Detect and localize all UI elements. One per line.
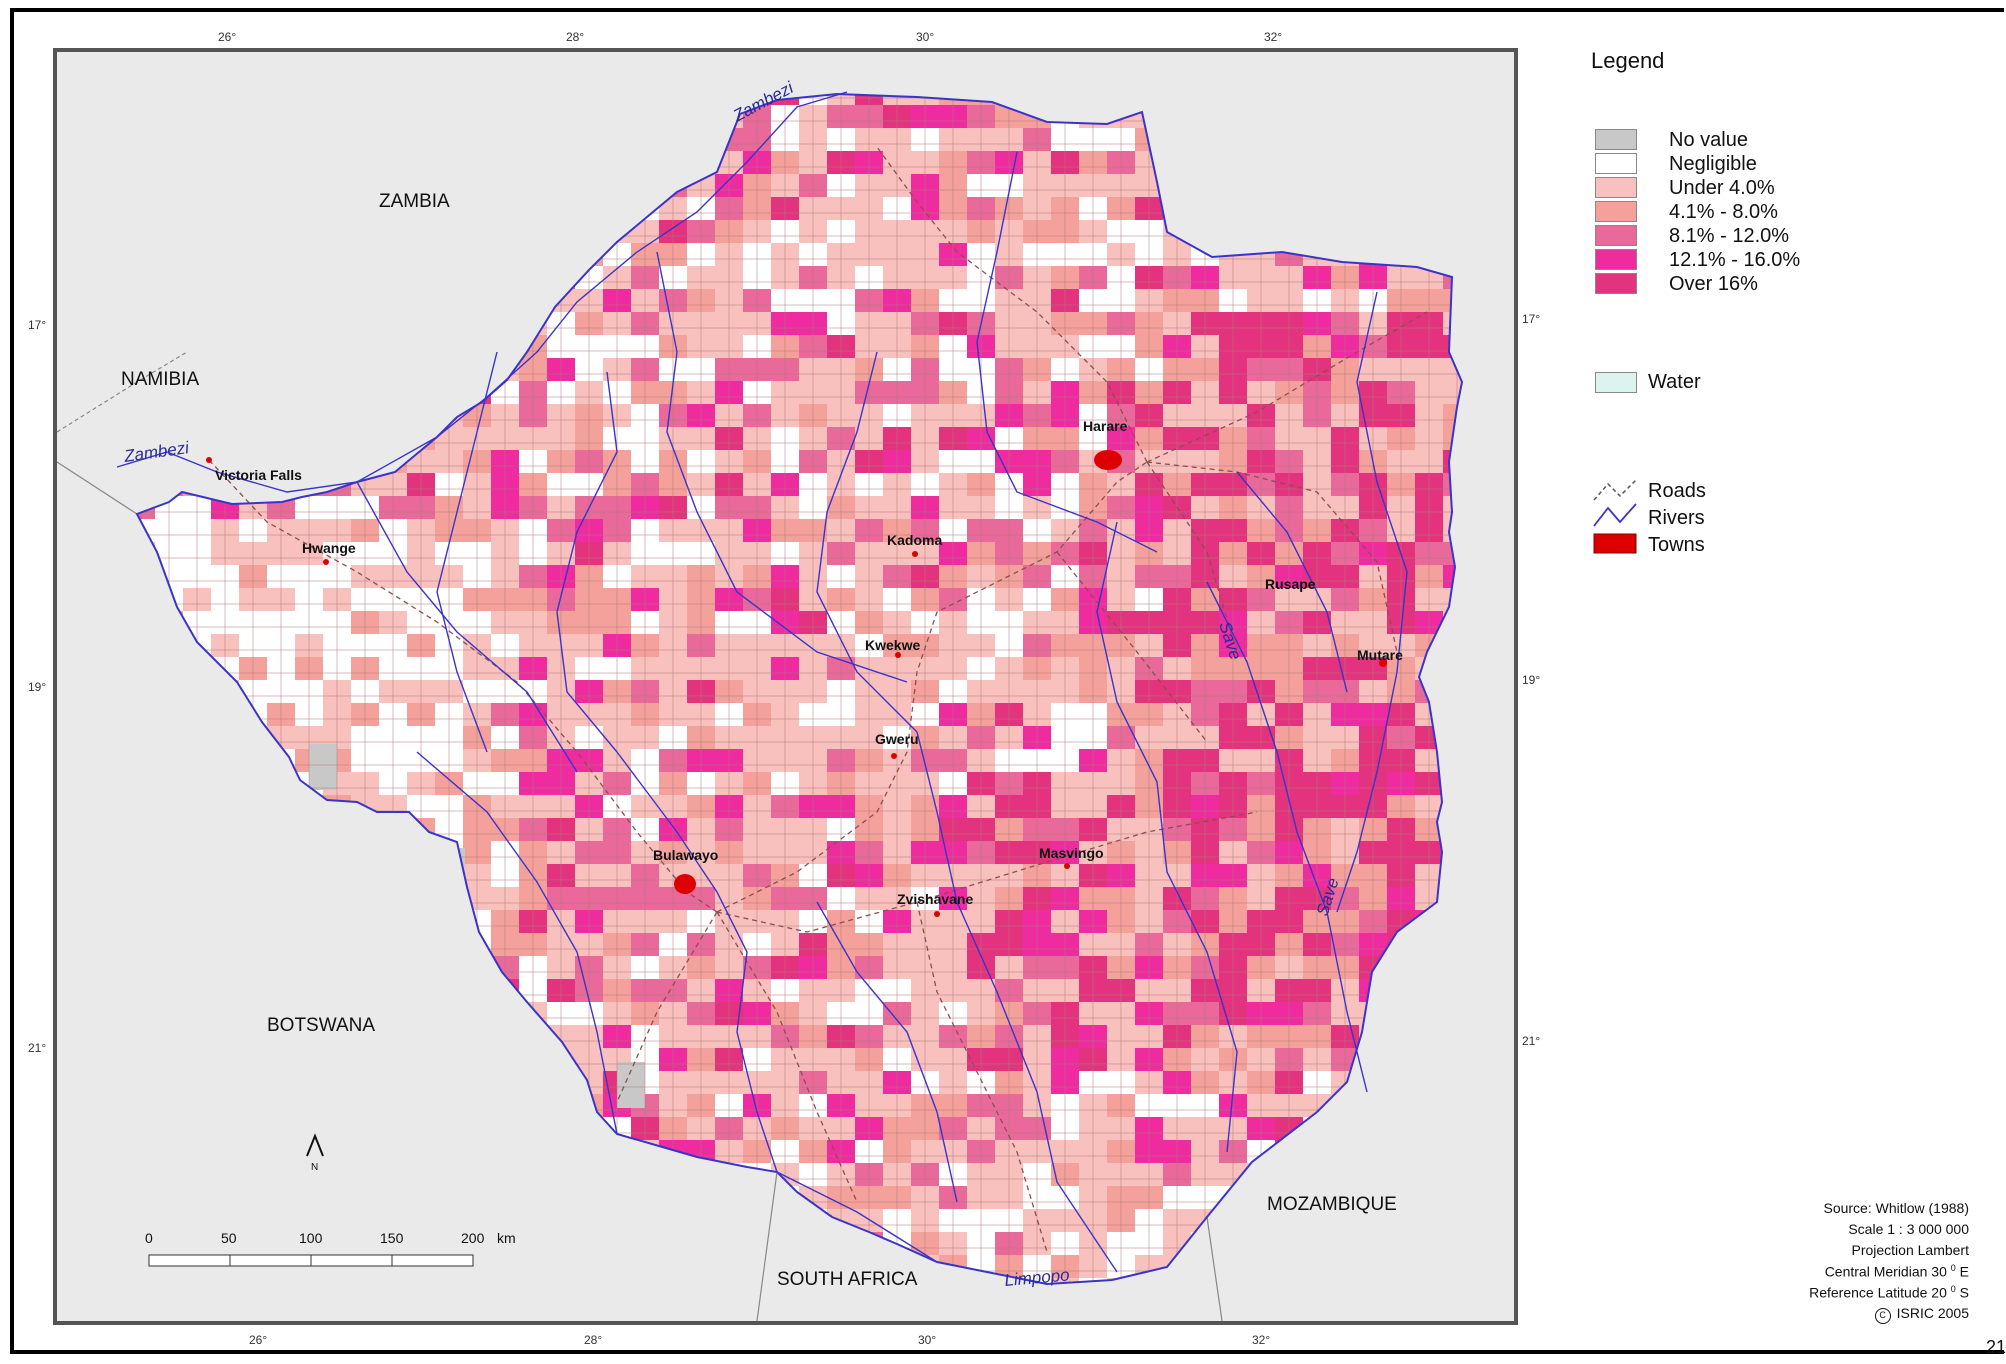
victoria-falls-marker	[206, 457, 212, 463]
north-arrow: N	[306, 1133, 324, 1173]
tick-right-17: 17°	[1522, 312, 1541, 326]
gweru-marker	[891, 753, 897, 759]
legend-label-towns: Towns	[1648, 534, 1705, 556]
town-label: Kadoma	[887, 532, 942, 548]
sa-moz-border	[1206, 1216, 1223, 1321]
tick-bottom-32: 32°	[1252, 1333, 1271, 1347]
legend-label-rivers: Rivers	[1648, 507, 1705, 529]
town-label: Hwange	[302, 540, 356, 556]
bulawayo-marker	[674, 874, 696, 894]
scalebar-label: 0	[145, 1230, 153, 1246]
page-number: 21	[1985, 1337, 2006, 1357]
tick-right-21: 21°	[1522, 1034, 1541, 1048]
town-markers	[206, 450, 1387, 917]
info-source: Source: Whitlow (1988)	[1823, 1200, 1969, 1216]
towns-icon	[1593, 533, 1637, 554]
tick-bottom-26: 26°	[249, 1333, 268, 1347]
copyright-icon: C	[1874, 1308, 1891, 1324]
town-label: Victoria Falls	[215, 467, 302, 483]
north-arrow-icon	[306, 1133, 324, 1157]
harare-marker	[1094, 450, 1122, 470]
town-label: Kwekwe	[865, 637, 920, 653]
scalebar-label: 200	[461, 1230, 485, 1246]
town-label: Gweru	[875, 731, 919, 747]
legend-label: No value	[1669, 129, 1748, 151]
scalebar-label: 150	[380, 1230, 404, 1246]
tick-left-19: 19°	[28, 680, 47, 694]
legend-swatch-4-8	[1595, 201, 1637, 222]
country-label-namibia: NAMIBIA	[121, 369, 199, 390]
roads	[208, 146, 1428, 1253]
kadoma-marker	[912, 551, 918, 557]
zvishavane-marker	[934, 911, 940, 917]
legend-title: Legend	[1591, 48, 1665, 73]
info-meridian: Central Meridian 30 0 E	[1824, 1263, 1969, 1280]
masvingo-marker	[1064, 863, 1070, 869]
border-west	[57, 461, 138, 515]
legend-label-roads: Roads	[1648, 480, 1706, 502]
hwange-marker	[323, 559, 329, 565]
tick-top-26: 26°	[218, 30, 237, 44]
map-canvas[interactable]: ZAMBIA NAMIBIA BOTSWANA SOUTH AFRICA MOZ…	[57, 52, 1514, 1321]
country-label-south-africa: SOUTH AFRICA	[777, 1269, 918, 1290]
legend-swatch-under-4	[1595, 177, 1637, 198]
legend-swatch-8-12	[1595, 225, 1637, 246]
north-label: N	[311, 1162, 318, 1173]
tick-top-28: 28°	[566, 30, 585, 44]
country-label-mozambique: MOZAMBIQUE	[1267, 1194, 1397, 1215]
legend-label: Negligible	[1669, 153, 1757, 175]
tick-right-19: 19°	[1522, 673, 1541, 687]
scalebar-unit: km	[497, 1230, 516, 1246]
namibia-border	[57, 351, 188, 433]
info-projection: Projection Lambert	[1851, 1242, 1969, 1258]
town-label: Zvishavane	[897, 891, 973, 907]
info-scale: Scale 1 : 3 000 000	[1848, 1221, 1969, 1237]
page-frame	[10, 8, 2004, 1354]
scalebar	[148, 1254, 474, 1267]
legend-label: Under 4.0%	[1669, 177, 1775, 199]
tick-bottom-30: 30°	[918, 1333, 937, 1347]
town-label: Rusape	[1265, 576, 1316, 592]
tick-top-30: 30°	[916, 30, 935, 44]
legend-label: 4.1% - 8.0%	[1669, 201, 1778, 223]
legend-swatch-negligible	[1595, 153, 1637, 174]
town-label: Mutare	[1357, 647, 1403, 663]
sa-border	[756, 1171, 778, 1321]
scalebar-label: 50	[221, 1230, 237, 1246]
legend-swatch-over-16	[1595, 273, 1637, 294]
tick-bottom-28: 28°	[584, 1333, 603, 1347]
scalebar-label: 100	[299, 1230, 323, 1246]
tick-left-21: 21°	[28, 1041, 47, 1055]
info-latitude: Reference Latitude 20 0 S	[1809, 1284, 1969, 1301]
legend-label: 8.1% - 12.0%	[1669, 225, 1790, 247]
legend-line-symbols	[1593, 479, 1637, 554]
town-label: Harare	[1083, 418, 1128, 434]
country-label-zambia: ZAMBIA	[379, 191, 450, 212]
legend-swatch-no-value	[1595, 129, 1637, 150]
map-panel[interactable]: ZAMBIA NAMIBIA BOTSWANA SOUTH AFRICA MOZ…	[53, 48, 1518, 1325]
tick-left-17: 17°	[28, 318, 47, 332]
legend-label-water: Water	[1648, 371, 1701, 393]
town-label: Bulawayo	[653, 847, 718, 863]
country-label-botswana: BOTSWANA	[267, 1015, 375, 1036]
legend-label: 12.1% - 16.0%	[1669, 249, 1801, 271]
rivers-icon	[1593, 503, 1637, 527]
tick-top-32: 32°	[1264, 30, 1283, 44]
roads-icon	[1593, 479, 1637, 501]
town-label: Masvingo	[1039, 845, 1104, 861]
legend-swatch-12-16	[1595, 249, 1637, 270]
legend-swatch-water	[1595, 372, 1637, 393]
mutare-marker	[1379, 659, 1387, 667]
kwekwe-marker	[895, 652, 901, 658]
legend-label: Over 16%	[1669, 273, 1758, 295]
